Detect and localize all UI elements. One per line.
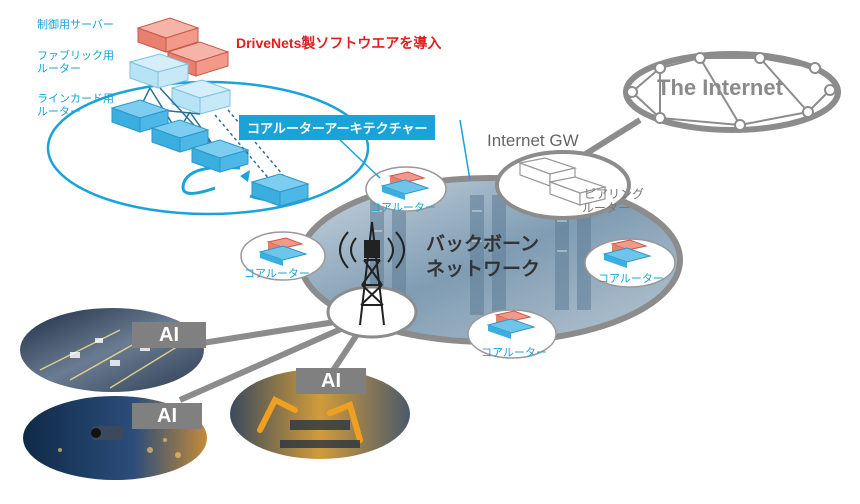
ai-scene-highway xyxy=(20,308,204,392)
core-router-label: コアルーター xyxy=(598,272,664,285)
linecard-router-label-line2: ルーター xyxy=(37,105,81,118)
architecture-title: コアルーターアーキテクチャー xyxy=(239,115,436,140)
internet-gw-node xyxy=(495,150,631,220)
control-server-label: 制御用サーバー xyxy=(37,18,114,31)
peering-router-label-line1: ピアリング xyxy=(584,187,645,201)
backbone-label-line2: ネットワーク xyxy=(426,259,541,280)
ai-badge: AI xyxy=(132,403,202,429)
ai-badge: AI xyxy=(132,322,206,348)
the-internet-label: The Internet xyxy=(657,75,783,100)
core-router-node xyxy=(240,231,326,281)
router-stack xyxy=(110,17,310,207)
peering-router-label-line2: ルーター xyxy=(582,201,631,215)
tower-node xyxy=(326,221,418,339)
linecard-router-label-line1: ラインカード用 xyxy=(37,92,114,105)
internet-cloud xyxy=(623,51,841,133)
ai-badge: AI xyxy=(296,368,366,394)
core-router-node xyxy=(584,238,676,288)
backbone-label-line1: バックボーン xyxy=(426,234,540,255)
core-router-label: コアルーター xyxy=(481,346,547,359)
fabric-router-label-line1: ファブリック用 xyxy=(37,49,114,62)
drivenets-label: DriveNets製ソフトウエアを導入 xyxy=(236,35,442,51)
fabric-router-label-line2: ルーター xyxy=(37,62,81,75)
core-router-node xyxy=(365,166,447,212)
core-router-label: コアルーター xyxy=(370,201,436,214)
core-router-nodes xyxy=(240,166,676,359)
core-router-label: コアルーター xyxy=(244,267,310,280)
core-router-node xyxy=(467,309,557,359)
internet-gw-label: Internet GW xyxy=(487,131,579,150)
